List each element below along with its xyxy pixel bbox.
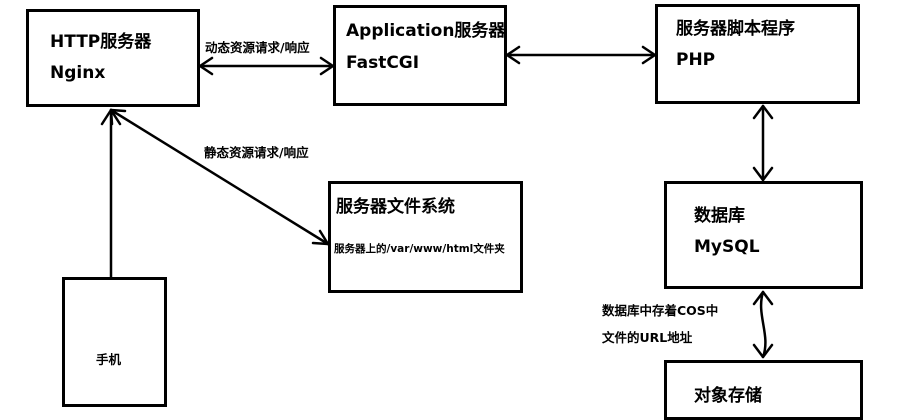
mysql-subtitle: MySQL [694,237,760,257]
filesystem-box [328,181,523,293]
php-box [655,4,860,104]
edge-mysql-storage [759,290,767,359]
architecture-diagram [100,45,774,359]
arrowhead-left [198,56,214,76]
arrowhead-down [752,166,774,182]
fastcgi-subtitle: FastCGI [346,53,420,73]
arrowhead-up [100,108,122,126]
edge-static-request [109,108,330,246]
filesystem-title: 服务器文件系统 [336,197,455,217]
arrowhead-left [505,45,521,65]
nginx-subtitle: Nginx [50,63,106,83]
fastcgi-box [333,5,507,106]
fastcgi-title: Application服务器 [346,21,506,41]
arrowhead-down [752,343,774,359]
object-storage-label: 对象存储 [694,386,762,406]
cos-note-line2: 文件的URL地址 [602,330,693,345]
filesystem-path: 服务器上的/var/www/html文件夹 [334,243,505,255]
edge-label-static: 静态资源请求/响应 [204,145,309,160]
php-title: 服务器脚本程序 [676,19,795,39]
arrowhead-up [752,290,774,306]
edge-label-dynamic: 动态资源请求/响应 [205,40,310,55]
mysql-title: 数据库 [694,206,745,226]
phone-box [62,277,167,407]
php-subtitle: PHP [676,50,716,70]
phone-label: 手机 [96,352,122,367]
cos-note-line1: 数据库中存着COS中 [602,303,719,318]
arrowhead-up [752,104,774,120]
nginx-title: HTTP服务器 [50,32,152,52]
nginx-box [26,9,200,107]
mysql-box [664,181,863,289]
